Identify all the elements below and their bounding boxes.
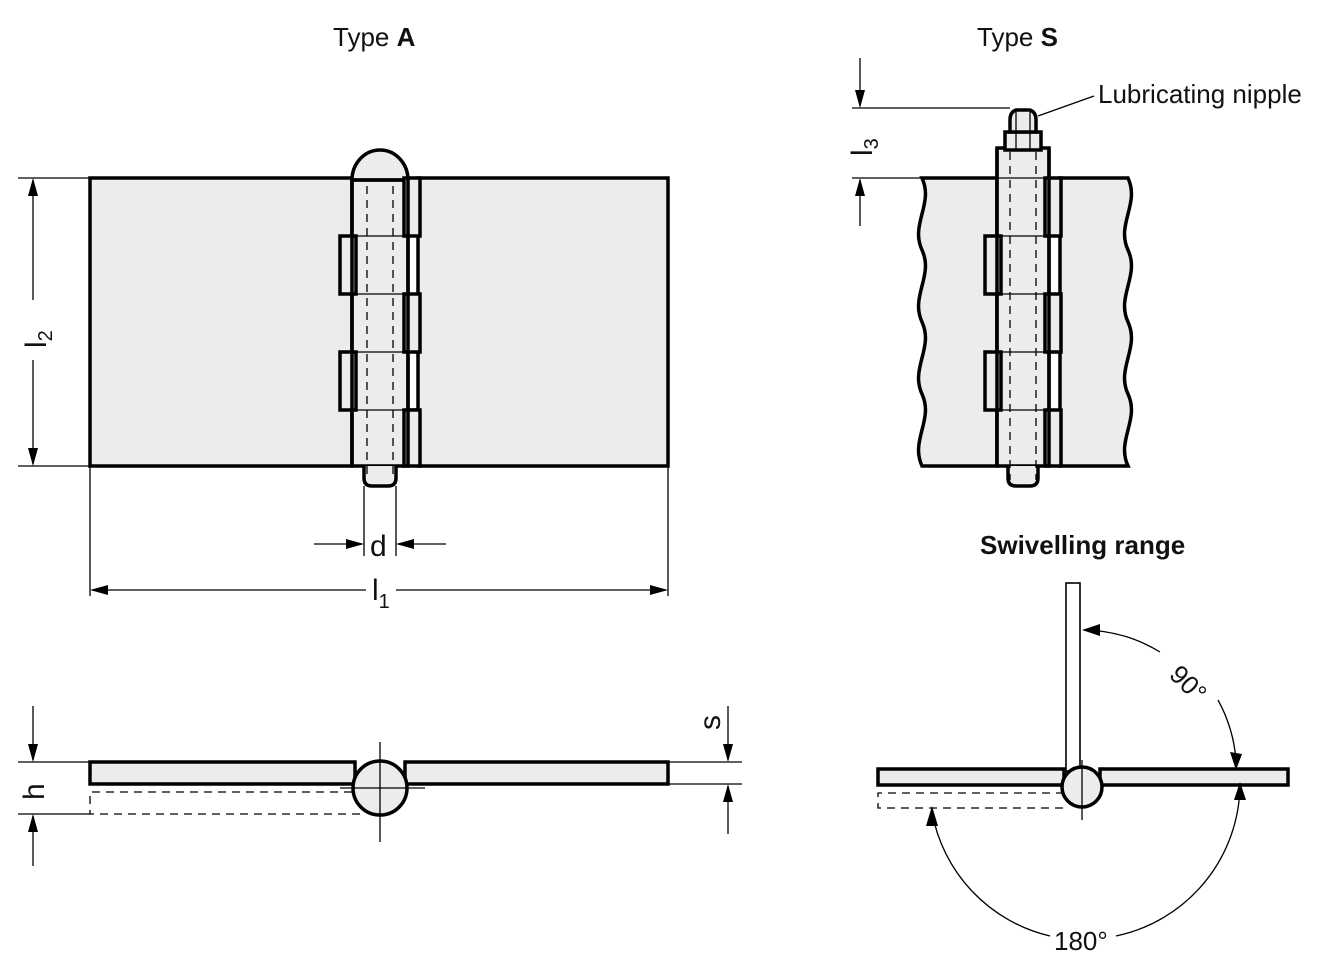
swivelling-range-view: 90° 180° — [876, 582, 1290, 956]
dimension-d: d — [314, 486, 446, 563]
arc-180 — [931, 811, 1051, 937]
type-a-prefix: Type — [333, 22, 397, 52]
side-leaf-right — [403, 760, 670, 786]
left-leaf — [88, 176, 354, 468]
dimension-s: s — [668, 706, 742, 834]
type-s-title: Type S — [977, 22, 1058, 52]
type-s-barrel — [995, 146, 1051, 468]
dimension-l1: l1 — [89, 466, 669, 613]
type-s-front-view — [916, 108, 1134, 488]
label-l3: l3 — [846, 138, 883, 156]
lubricating-nipple-tip — [1008, 108, 1038, 134]
callout-lubricating-nipple: Lubricating nipple — [1037, 79, 1302, 117]
pin-dome — [350, 148, 410, 182]
label-l1: l1 — [372, 574, 390, 613]
label-180-degrees: 180° — [1054, 926, 1108, 956]
type-a-letter: A — [397, 22, 416, 52]
label-h: h — [18, 783, 51, 800]
label-l2: l2 — [20, 330, 57, 348]
pin-barrel — [350, 176, 410, 468]
right-leaf — [408, 176, 670, 468]
label-s: s — [694, 715, 727, 730]
type-s-left-leaf — [916, 176, 999, 468]
pin-bottom — [362, 466, 398, 488]
type-a-title: Type A — [333, 22, 416, 52]
type-s-prefix: Type — [977, 22, 1041, 52]
dimension-l2: l2 — [18, 177, 90, 467]
label-90-degrees: 90° — [1164, 659, 1213, 708]
swivelling-title: Swivelling range — [980, 530, 1185, 560]
label-d: d — [370, 530, 387, 563]
lubricating-nipple-hex — [1003, 130, 1043, 152]
side-leaf-left — [88, 760, 357, 786]
dimension-l3: l3 — [846, 58, 1010, 226]
dimension-h: h — [18, 706, 90, 866]
type-s-right-leaf — [1058, 176, 1134, 468]
label-lubricating-nipple: Lubricating nipple — [1098, 79, 1302, 109]
type-s-letter: S — [1041, 22, 1058, 52]
swivel-leaf-right — [1098, 767, 1290, 787]
swivel-leaf-90 — [1065, 582, 1081, 772]
type-a-side-view — [88, 742, 670, 842]
type-a-front-view — [88, 148, 670, 488]
swivel-leaf-left — [876, 767, 1066, 787]
